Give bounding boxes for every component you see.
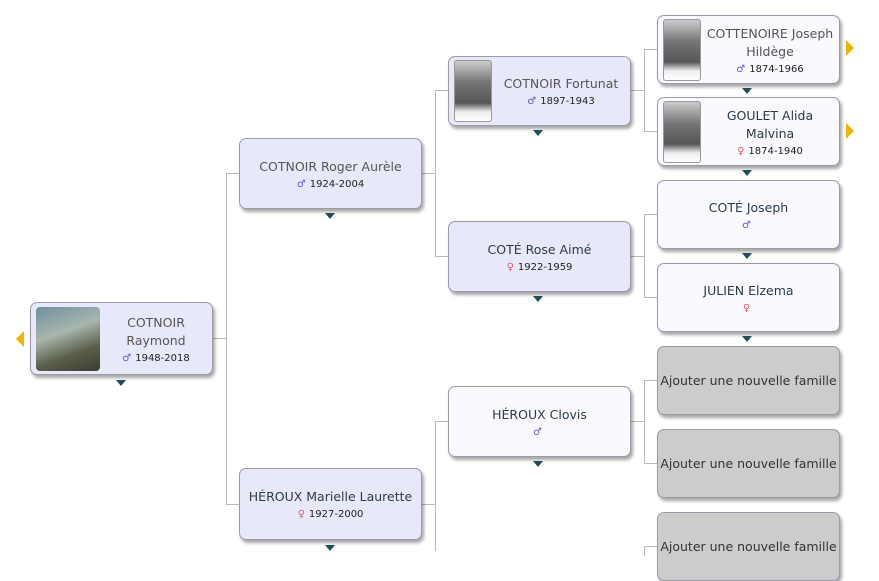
person-card-maternal-grandfather[interactable]: HÉROUX Clovis ♂ (448, 386, 631, 457)
male-icon: ♂ (742, 219, 751, 231)
connector (644, 546, 645, 556)
person-photo (663, 18, 701, 81)
connector (435, 421, 436, 551)
expand-down-icon[interactable] (533, 461, 543, 467)
connector (644, 463, 657, 464)
person-dates: 1927-2000 (308, 509, 364, 520)
person-photo (663, 100, 701, 163)
person-dates: 1874-1940 (748, 145, 803, 157)
male-icon: ♂ (122, 352, 132, 364)
connector (644, 214, 657, 215)
add-family-label: Ajouter une nouvelle famille (660, 455, 837, 471)
person-card-gen3-1[interactable]: COTTENOIRE Joseph Hildège ♂1874-1966 (657, 15, 840, 84)
person-name: COTNOIR Roger Aurèle (259, 158, 402, 174)
expand-down-icon[interactable] (533, 130, 543, 136)
connector (644, 380, 657, 381)
female-icon: ♀ (737, 145, 745, 157)
person-name: COTNOIR Raymond (126, 314, 186, 348)
person-card-gen3-3[interactable]: COTÉ Joseph ♂ (657, 180, 840, 249)
person-dates: 1874-1966 (749, 63, 804, 75)
person-name: COTNOIR Fortunat (503, 76, 619, 91)
person-name: COTTENOIRE Joseph Hildège (706, 25, 834, 59)
connector (644, 214, 645, 297)
connector (644, 49, 657, 50)
male-icon: ♂ (296, 178, 306, 190)
person-photo (36, 306, 100, 371)
female-icon: ♀ (506, 261, 514, 273)
expand-down-icon[interactable] (742, 253, 752, 259)
add-family-button[interactable]: Ajouter une nouvelle famille (657, 346, 840, 415)
person-card-father[interactable]: COTNOIR Roger Aurèle ♂1924-2004 (239, 138, 422, 209)
female-icon: ♀ (742, 302, 751, 314)
connector (644, 380, 645, 463)
connector (630, 90, 644, 91)
add-family-button[interactable]: Ajouter une nouvelle famille (657, 512, 840, 581)
connector (644, 546, 657, 547)
person-photo (454, 60, 492, 122)
person-dates: 1924-2004 (309, 178, 365, 190)
connector (630, 421, 644, 422)
connector (630, 256, 644, 257)
expand-ancestors-arrow[interactable] (846, 40, 854, 56)
connector (226, 173, 239, 174)
person-name: COTÉ Rose Aimé (487, 241, 592, 257)
expand-down-icon[interactable] (325, 213, 335, 219)
connector (435, 256, 448, 257)
person-name: JULIEN Elzema (703, 282, 794, 298)
connector (435, 421, 448, 422)
connector (421, 173, 435, 174)
expand-children-arrow[interactable] (16, 331, 24, 347)
connector (644, 49, 645, 131)
person-dates: 1922-1959 (517, 261, 573, 273)
male-icon: ♂ (527, 96, 537, 107)
person-name: GOULET Alida Malvina (726, 107, 814, 141)
connector (644, 297, 657, 298)
person-card-mother[interactable]: HÉROUX Marielle Laurette ♀1927-2000 (239, 468, 422, 540)
person-dates: 1948-2018 (135, 352, 190, 364)
connector (213, 338, 226, 339)
person-name: HÉROUX Clovis (492, 406, 587, 422)
expand-ancestors-arrow[interactable] (846, 123, 854, 139)
expand-down-icon[interactable] (116, 380, 126, 386)
person-name: COTÉ Joseph (708, 199, 789, 215)
connector (435, 90, 436, 256)
person-card-paternal-grandfather[interactable]: COTNOIR Fortunat ♂1897-1943 (448, 56, 631, 126)
person-card-root[interactable]: COTNOIR Raymond ♂1948-2018 (30, 302, 213, 375)
add-family-label: Ajouter une nouvelle famille (660, 538, 837, 554)
add-family-button[interactable]: Ajouter une nouvelle famille (657, 429, 840, 498)
male-icon: ♂ (533, 426, 542, 438)
female-icon: ♀ (297, 509, 305, 520)
expand-down-icon[interactable] (325, 545, 335, 551)
male-icon: ♂ (736, 63, 746, 75)
person-name: HÉROUX Marielle Laurette (248, 489, 413, 504)
person-card-paternal-grandmother[interactable]: COTÉ Rose Aimé ♀1922-1959 (448, 221, 631, 292)
add-family-label: Ajouter une nouvelle famille (660, 372, 837, 388)
connector (421, 504, 435, 505)
connector (226, 504, 239, 505)
expand-down-icon[interactable] (742, 336, 752, 342)
connector (435, 90, 448, 91)
person-card-gen3-4[interactable]: JULIEN Elzema ♀ (657, 263, 840, 332)
expand-down-icon[interactable] (533, 296, 543, 302)
expand-down-icon[interactable] (742, 88, 752, 94)
connector (226, 173, 227, 504)
connector (644, 131, 657, 132)
expand-down-icon[interactable] (742, 170, 752, 176)
person-card-gen3-2[interactable]: GOULET Alida Malvina ♀1874-1940 (657, 97, 840, 166)
person-dates: 1897-1943 (540, 96, 595, 107)
